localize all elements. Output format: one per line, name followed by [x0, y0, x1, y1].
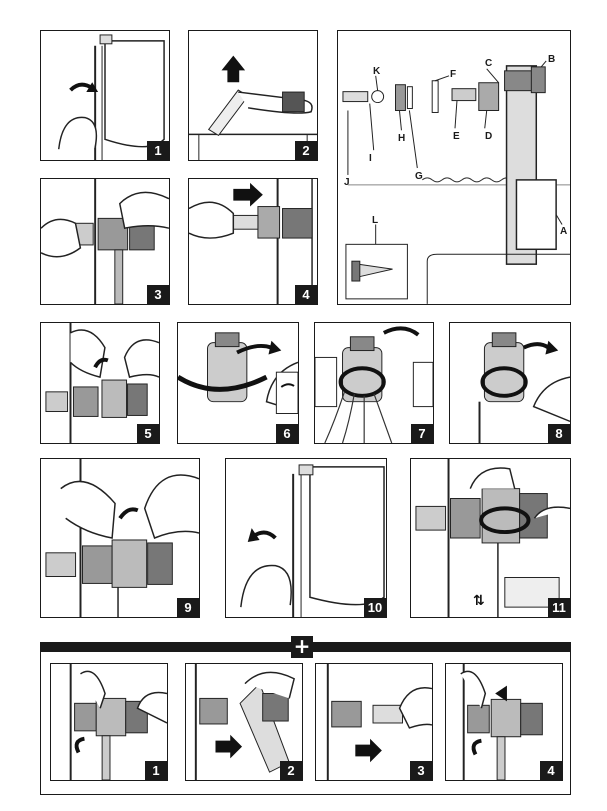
step-6-illustration: [178, 332, 298, 414]
part-label-i: I: [369, 153, 372, 164]
extra-step-4-panel: 4: [445, 663, 563, 781]
part-label-d: D: [485, 131, 493, 142]
step-10-panel: 10: [225, 458, 387, 618]
step-number: 7: [411, 424, 433, 443]
extra-step-2-illustration: [194, 664, 295, 780]
step-9-illustration: [45, 459, 199, 617]
extra-step-2-panel: 2: [185, 663, 303, 781]
part-label-l: L: [372, 215, 379, 226]
step-8-panel: 8: [449, 322, 571, 444]
step-number: 3: [410, 761, 432, 780]
step-1-panel: 1: [40, 30, 170, 161]
step-3-illustration: [41, 179, 169, 304]
extra-step-3-panel: 3: [315, 663, 433, 781]
step-number: 1: [147, 141, 169, 160]
extra-section-frame: [40, 652, 571, 795]
part-label-a: A: [560, 226, 568, 237]
parts-exploded-diagram: [342, 60, 570, 304]
step-2-panel: 2: [188, 30, 318, 161]
step-4-illustration: [189, 179, 313, 304]
step-5-panel: 5: [40, 322, 160, 444]
parts-diagram-panel: A B C D E F G H I J K L: [337, 30, 571, 305]
step-8-illustration: [478, 332, 570, 443]
step-7-illustration: [315, 326, 433, 443]
step-number: 4: [295, 285, 317, 304]
step-number: 2: [295, 141, 317, 160]
step-5-illustration: [45, 323, 159, 443]
extra-step-4-illustration: [460, 664, 543, 780]
extra-step-1-panel: 1: [50, 663, 168, 781]
step-number: 1: [145, 761, 167, 780]
plus-icon: +: [291, 636, 313, 658]
step-6-panel: 6: [177, 322, 299, 444]
step-number: 3: [147, 285, 169, 304]
part-label-g: G: [415, 171, 423, 182]
part-label-h: H: [398, 133, 406, 144]
step-2-illustration: [189, 55, 317, 160]
part-label-b: B: [548, 54, 556, 65]
part-label-e: E: [453, 131, 460, 142]
step-number: 11: [548, 598, 570, 617]
step-number: 4: [540, 761, 562, 780]
step-9-panel: 9: [40, 458, 200, 618]
extra-step-3-illustration: [326, 664, 432, 780]
step-number: 10: [364, 598, 386, 617]
step-number: 2: [280, 761, 302, 780]
part-label-k: K: [373, 66, 381, 77]
part-label-c: C: [485, 58, 493, 69]
step-number: 5: [137, 424, 159, 443]
step-3-panel: 3: [40, 178, 170, 305]
part-label-j: J: [344, 177, 350, 188]
extra-step-1-illustration: [69, 664, 167, 780]
step-7-panel: 7: [314, 322, 434, 444]
step-number: 9: [177, 598, 199, 617]
step-1-illustration: [57, 34, 165, 160]
up-down-arrows-icon: ⇅: [473, 593, 485, 609]
step-number: 6: [276, 424, 298, 443]
step-11-panel: ⇅ 11: [410, 458, 571, 618]
step-number: 8: [548, 424, 570, 443]
step-10-illustration: [240, 464, 385, 617]
part-label-f: F: [450, 69, 457, 80]
step-4-panel: 4: [188, 178, 318, 305]
step-11-illustration: [415, 459, 570, 617]
